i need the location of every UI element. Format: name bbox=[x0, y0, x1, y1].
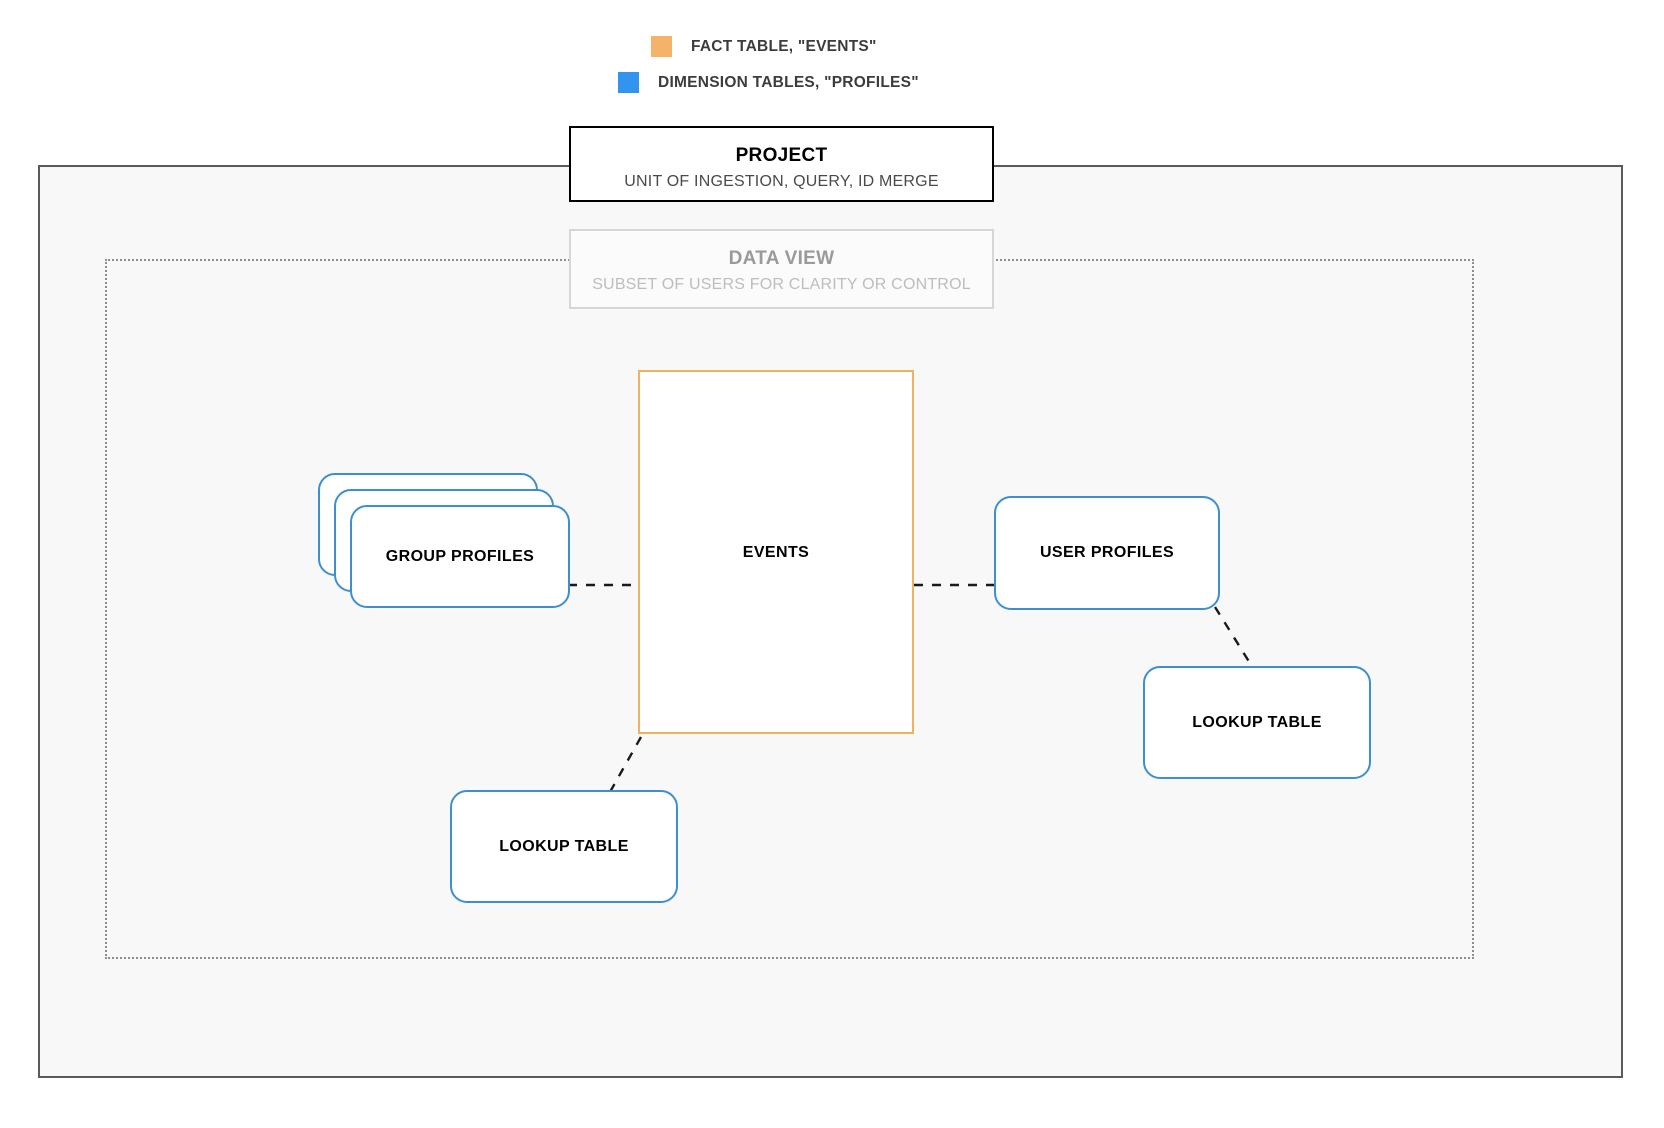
group-profiles-label: GROUP PROFILES bbox=[385, 547, 535, 565]
orange-square-swatch bbox=[651, 36, 672, 57]
project-card-subtitle: UNIT OF INGESTION, QUERY, ID MERGE bbox=[624, 173, 939, 190]
project-card[interactable]: PROJECT UNIT OF INGESTION, QUERY, ID MER… bbox=[569, 126, 994, 202]
blue-square-swatch bbox=[618, 72, 639, 93]
legend-item-dimension-tables: DIMENSION TABLES, "PROFILES" bbox=[618, 72, 919, 93]
dimension-table-lookup-table-left[interactable]: LOOKUP TABLE bbox=[450, 790, 678, 903]
data-view-card[interactable]: DATA VIEW SUBSET OF USERS FOR CLARITY OR… bbox=[569, 229, 994, 309]
group-profiles-card-front[interactable]: GROUP PROFILES bbox=[350, 505, 570, 608]
dimension-table-lookup-table-right[interactable]: LOOKUP TABLE bbox=[1143, 666, 1371, 779]
dimension-table-group-profiles[interactable]: GROUP PROFILES bbox=[318, 473, 570, 608]
lookup-table-left-label: LOOKUP TABLE bbox=[499, 837, 629, 855]
data-view-card-subtitle: SUBSET OF USERS FOR CLARITY OR CONTROL bbox=[592, 276, 971, 293]
dimension-table-user-profiles[interactable]: USER PROFILES bbox=[994, 496, 1220, 610]
project-card-title: PROJECT bbox=[735, 145, 828, 166]
legend-item-fact-table: FACT TABLE, "EVENTS" bbox=[651, 36, 877, 57]
fact-table-events-label: EVENTS bbox=[742, 544, 810, 561]
user-profiles-label: USER PROFILES bbox=[1039, 544, 1175, 561]
fact-table-events[interactable]: EVENTS bbox=[638, 370, 914, 734]
data-view-card-title: DATA VIEW bbox=[728, 248, 835, 269]
legend-item-label: FACT TABLE, "EVENTS" bbox=[691, 37, 877, 55]
lookup-table-right-label: LOOKUP TABLE bbox=[1192, 713, 1322, 731]
legend-item-label: DIMENSION TABLES, "PROFILES" bbox=[658, 73, 919, 91]
